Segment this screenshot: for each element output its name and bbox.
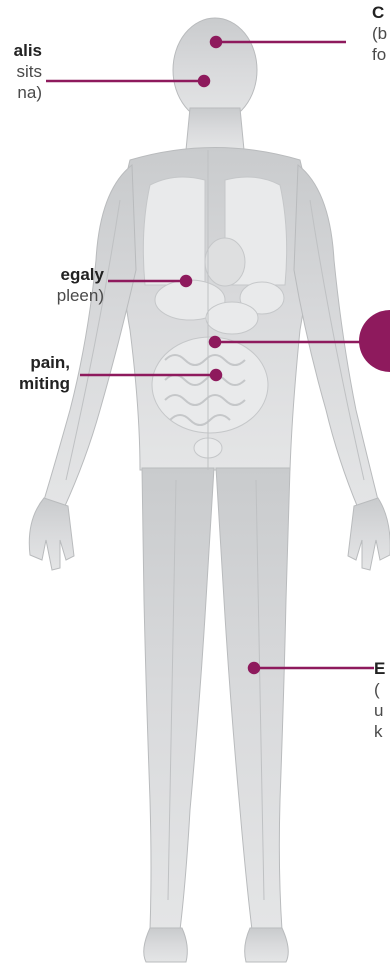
callout-leg-title: E — [374, 658, 385, 679]
head-left-dot — [199, 76, 209, 86]
callout-head-left-title: alis — [14, 40, 42, 61]
right-leg — [216, 468, 290, 930]
right-hand — [348, 498, 390, 570]
callout-spleen: egaly pleen) — [57, 264, 104, 306]
callout-leg-line4: k — [374, 721, 385, 742]
callout-spleen-line2: pleen) — [57, 285, 104, 306]
callout-head-right-line2: (b — [372, 23, 387, 44]
callout-abdomen: pain, miting — [19, 352, 70, 394]
callout-leg-line3: u — [374, 700, 385, 721]
callout-head-left-line2: sits — [14, 61, 42, 82]
callout-head-right: C (b fo — [372, 2, 387, 65]
right-foot — [245, 928, 289, 962]
callout-head-left: alis sits na) — [14, 40, 42, 103]
left-arm — [44, 165, 136, 508]
head — [173, 18, 257, 122]
stomach — [206, 302, 258, 334]
callout-abdomen-line2: miting — [19, 373, 70, 394]
left-hand — [29, 498, 74, 570]
abdomen-dot — [211, 370, 221, 380]
intestines — [152, 337, 268, 433]
heart — [205, 238, 245, 286]
callout-abdomen-title: pain, — [19, 352, 70, 373]
neck — [186, 108, 244, 150]
spleen-dot — [181, 276, 191, 286]
callout-head-right-line3: fo — [372, 44, 387, 65]
callout-leg-line2: ( — [374, 679, 385, 700]
left-leg — [142, 468, 214, 930]
left-lung — [143, 177, 205, 285]
callout-spleen-title: egaly — [57, 264, 104, 285]
callout-head-right-line1: C — [372, 2, 387, 23]
callout-leg: E ( u k — [374, 658, 385, 742]
callout-head-left-line3: na) — [14, 82, 42, 103]
head-right-dot — [211, 37, 221, 47]
body-silhouette — [29, 18, 390, 962]
left-foot — [144, 928, 188, 962]
leg-dot — [249, 663, 259, 673]
gut-marker — [359, 310, 390, 372]
gut-dot — [210, 337, 220, 347]
